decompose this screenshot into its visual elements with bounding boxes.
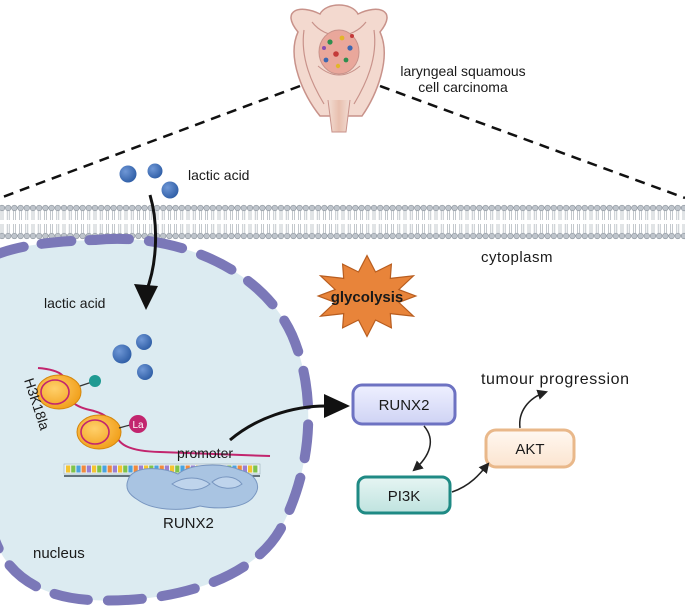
lactate-uptake-arrowhead — [134, 284, 158, 310]
akt-box: AKT — [484, 428, 576, 469]
runx2-to-pi3k-arrow — [412, 425, 432, 472]
nucleus-label: nucleus — [33, 545, 85, 562]
runx2-box-label: RUNX2 — [379, 397, 430, 414]
la-badge-label: La — [132, 420, 144, 431]
histone-2 — [76, 414, 122, 450]
transcription-complex — [126, 464, 258, 510]
tumour-label-line1: laryngeal squamous — [400, 63, 525, 79]
lactate-molecules-outside — [119, 163, 179, 199]
lactate-molecules-inside — [112, 334, 153, 380]
promoter-label: promoter — [177, 445, 233, 461]
expression-arrow — [229, 404, 327, 442]
larynx-tumour-icon — [290, 4, 388, 133]
nucleus-body — [0, 238, 309, 601]
akt-box-label: AKT — [515, 441, 544, 458]
tumour-label-line2: cell carcinoma — [418, 79, 508, 95]
cytoplasm-label: cytoplasm — [481, 249, 553, 266]
pi3k-box: PI3K — [356, 475, 452, 515]
cell-membrane — [0, 204, 685, 240]
histone-1 — [36, 374, 82, 410]
lactate-uptake-arrow — [144, 194, 158, 293]
expression-arrowhead — [324, 394, 350, 418]
zoom-line-right — [379, 84, 685, 200]
pi3k-to-akt-arrow — [451, 462, 490, 493]
acetyl-mark — [89, 375, 101, 387]
lactic-acid-inside-label: lactic acid — [44, 295, 105, 311]
runx2-gene-label: RUNX2 — [163, 515, 214, 532]
lactic-acid-outside-label: lactic acid — [188, 167, 249, 183]
runx2-protein-box: RUNX2 — [351, 383, 457, 426]
glycolysis-label: glycolysis — [331, 289, 404, 306]
lactyl-mark — [129, 415, 147, 433]
zoom-line-left — [0, 84, 301, 200]
pi3k-box-label: PI3K — [388, 488, 421, 505]
nuclear-envelope — [0, 233, 314, 606]
akt-to-progression-arrow — [519, 389, 548, 429]
glycolysis-star — [316, 254, 418, 338]
tumour-progression-label: tumour progression — [481, 371, 630, 388]
